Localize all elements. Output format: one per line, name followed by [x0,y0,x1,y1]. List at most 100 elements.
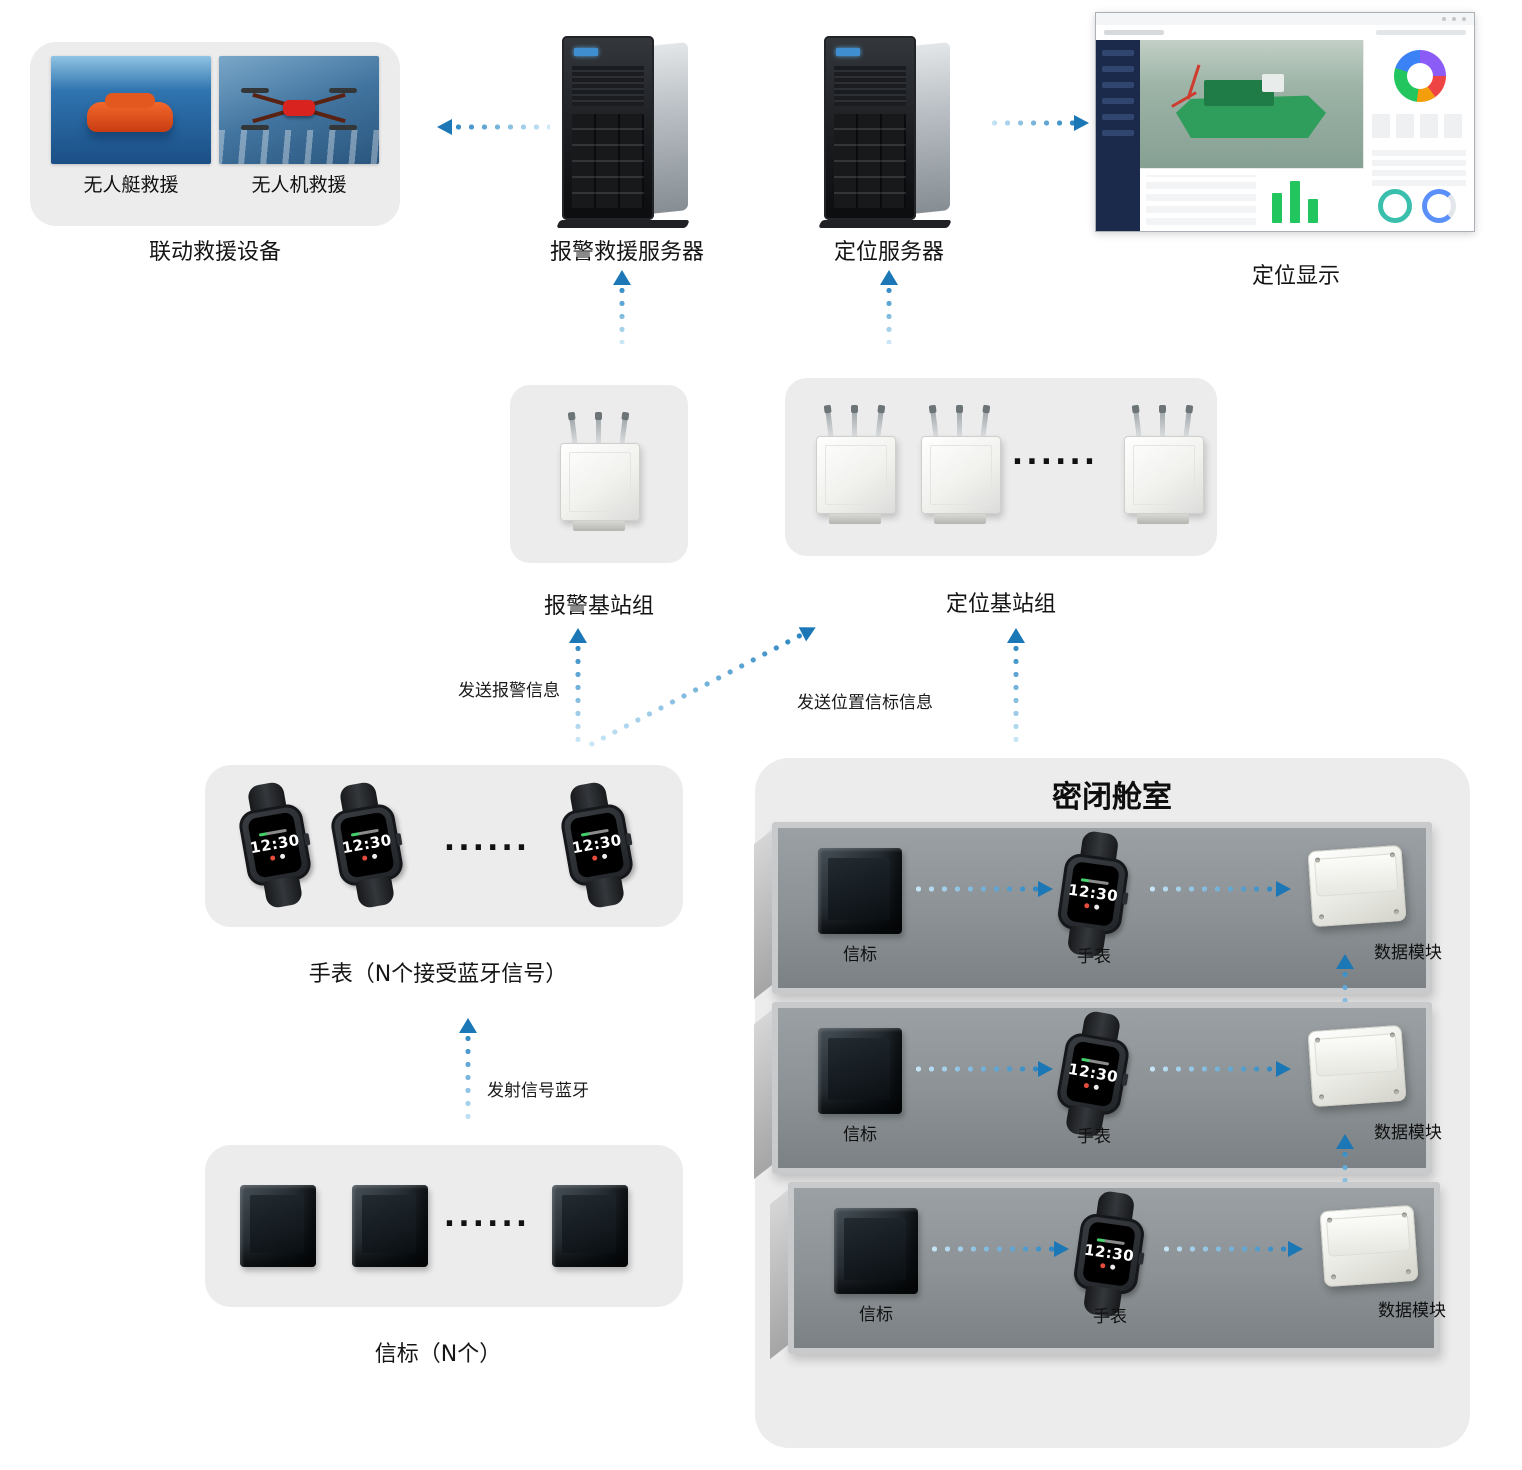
drone-icon [241,82,357,134]
watch-time: 12:30 [248,830,302,857]
dashboard-header [1096,25,1474,41]
arrow-location-station-to-location-server [880,270,898,344]
location-basestation-icon [912,405,1008,528]
arrow-watches-to-location-station [584,620,820,750]
watch-time: 12:30 [570,830,624,857]
stats-row [1372,114,1466,138]
cabin-beacon-label: 信标 [859,1305,893,1325]
arrow-watch-to-module [1146,1061,1291,1077]
arrow-beacons-to-watches [459,1018,477,1126]
drone-caption: 无人机救援 [251,174,347,196]
gauge-ring [1422,189,1456,223]
steps-icon [1109,1263,1116,1270]
watch-screen: 12:30 [1065,1040,1121,1108]
arrow-module-up [1336,1134,1354,1202]
antenna-icon [1159,405,1166,440]
watch-time: 12:30 [1066,1059,1120,1086]
arrow-watches-to-alarm-station [569,628,587,744]
arrow-location-server-to-display [988,115,1089,131]
steps-icon [371,853,377,859]
data-module-icon [1307,1024,1407,1108]
heart-icon [361,854,368,861]
mini-table [1372,146,1466,186]
arrow-cabin-to-location-station [1007,628,1025,744]
arrow-beacon-to-watch [912,881,1053,897]
alarm-rescue-server-icon [550,36,700,228]
heart-icon [1083,902,1090,909]
positioning-dashboard-screenshot [1095,12,1475,232]
arrow-beacon-to-watch [928,1241,1069,1257]
beacon-icon [352,1185,428,1267]
steps-icon [1092,1083,1099,1090]
steps-icon [279,853,285,859]
screw-dot [1314,1037,1321,1043]
watch-time: 12:30 [340,830,394,857]
heart-icon [1099,1262,1106,1269]
send-alarm-label: 发送报警信息 [458,681,560,701]
arrow-watch-to-module [1146,881,1291,897]
data-module-label: 数据模块 [1374,943,1442,963]
steps-icon [1093,903,1100,910]
dashboard-3d-scene [1140,40,1364,168]
screw-dot [1401,1212,1408,1218]
screw-dot [1326,1217,1333,1223]
beacon-icon [240,1185,316,1267]
arrow-beacon-to-watch [912,1061,1053,1077]
heart-icon [1083,1082,1089,1088]
server-lcd [574,48,598,56]
screw-dot [1318,914,1325,920]
beacon-group-label: 信标（N个） [374,1342,502,1367]
watch-screen: 12:30 [1082,1221,1136,1287]
dashboard-bottom-panel [1140,168,1364,231]
watch-screen: 12:30 [569,811,625,879]
dashboard-sidebar [1096,40,1140,231]
send-position-label: 发送位置信标信息 [797,693,933,713]
screw-dot [1314,857,1321,863]
data-module-label: 数据模块 [1374,1123,1442,1143]
watch-time: 12:30 [1083,1240,1136,1265]
alarm-station-label: 报警基站组 [543,594,655,619]
screw-dot [1318,1094,1325,1100]
data-table [1146,175,1256,225]
screw-dot [1389,1032,1396,1038]
watch-group-label: 手表（N个接受蓝牙信号） [308,962,568,987]
rescue-equipment-label: 联动救援设备 [148,240,282,265]
dashboard-right-panel [1363,40,1474,231]
ship-bridge [1262,74,1284,92]
arrow-alarm-station-to-alarm-server [613,270,631,344]
cabin-beacon-icon [818,1028,902,1114]
send-bluetooth-label: 发射信号蓝牙 [487,1081,589,1101]
cabin-watch-label: 手表 [1077,947,1111,967]
arrow-alarm-server-to-rescue [437,119,550,135]
station-ellipsis: ······ [1011,444,1099,480]
boat-rescue-photo [51,56,211,164]
cabin-beacon-icon [818,848,902,934]
data-module-icon [1319,1204,1419,1288]
location-basestation-icon [1115,405,1211,528]
heart-icon [591,854,598,861]
screw-dot [1389,852,1396,858]
cabin-title: 密闭舱室 [1052,780,1172,815]
display-label: 定位显示 [1251,264,1341,289]
donut-chart [1394,50,1446,102]
screw-dot [1330,1274,1337,1280]
watch-screen: 12:30 [1066,861,1120,927]
data-module-icon [1307,844,1407,928]
screw-dot [1393,1089,1400,1095]
alarm-server-label: 报警救援服务器 [549,240,705,265]
watch-screen: 12:30 [247,811,303,879]
bar-chart [1272,179,1352,223]
screw-dot [1405,1269,1412,1275]
cabin-watch-label: 手表 [1093,1307,1127,1327]
arrow-module-up [1336,954,1354,1024]
watch-screen: 12:30 [339,811,395,879]
location-station-label: 定位基站组 [945,592,1057,617]
cabin-watch-label: 手表 [1077,1127,1111,1147]
cabin-beacon-label: 信标 [843,945,877,965]
antenna-icon [956,405,963,440]
location-server-label: 定位服务器 [833,240,945,265]
cabin-beacon-label: 信标 [843,1125,877,1145]
drone-rescue-photo [219,56,379,164]
beacon-icon [552,1185,628,1267]
alarm-basestation-icon [551,412,647,535]
